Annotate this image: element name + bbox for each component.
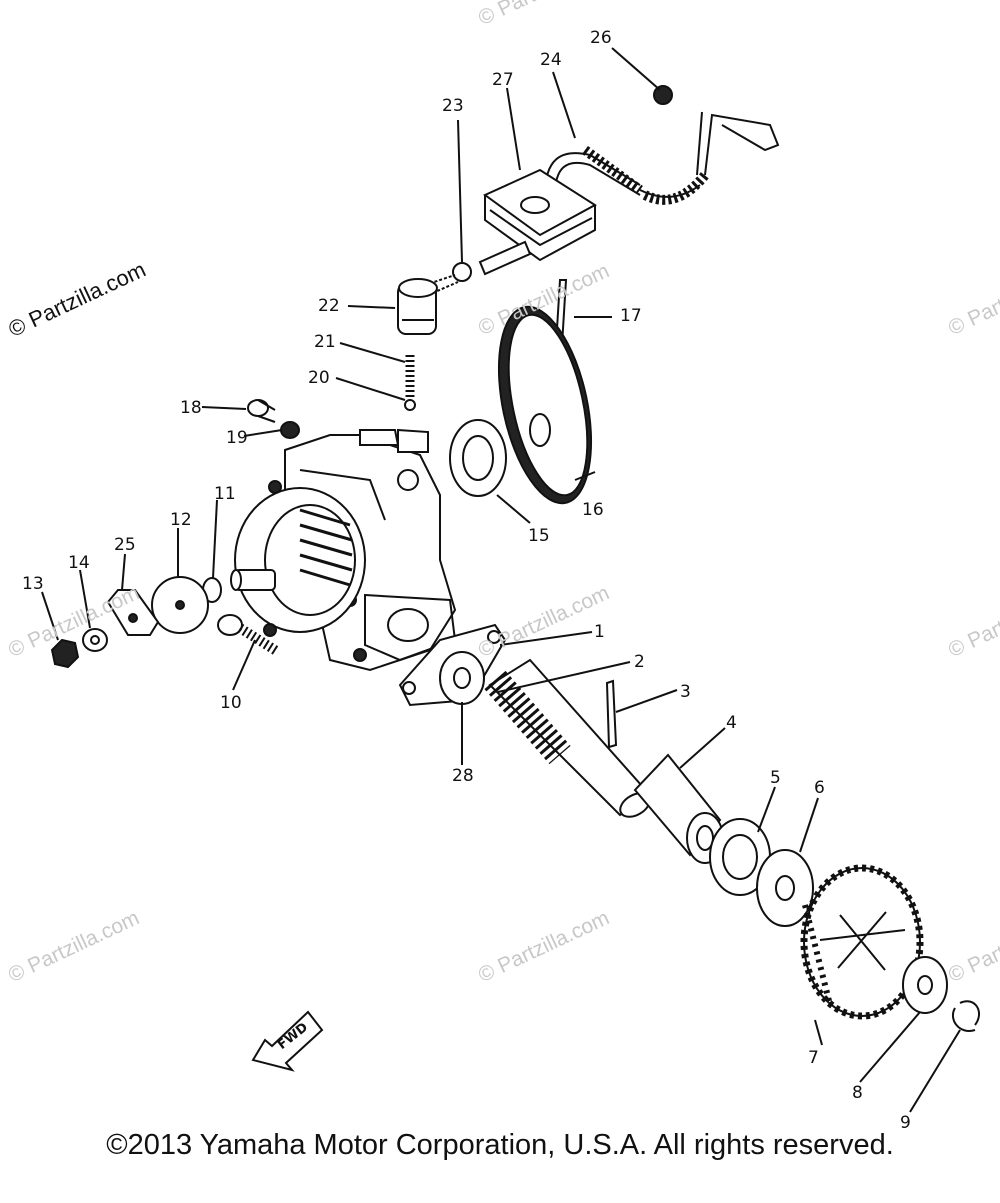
callout-1: 1 [594,622,605,642]
part-23-union [424,240,532,296]
part-6-washer [756,849,814,927]
part-22-banjo [397,278,438,335]
callout-16: 16 [582,500,604,520]
part-19-washer [280,421,300,439]
callout-12: 12 [170,510,192,530]
callout-10: 10 [220,693,242,713]
copyright-notice: ©2013 Yamaha Motor Corporation, U.S.A. A… [106,1129,894,1161]
callout-11: 11 [214,484,236,504]
part-26-bolt [653,85,673,105]
callout-9: 9 [900,1113,911,1133]
part-28-oil-seal [439,651,485,705]
part-27-oil-tank-grommet [483,168,597,262]
part-24-oil-line [544,111,780,205]
part-16-driven-gear [497,305,593,505]
callout-4: 4 [726,713,737,733]
part-12-plate [151,576,209,634]
part-8-washer [902,956,948,1014]
callout-15: 15 [528,526,550,546]
leader-lines [41,47,961,1113]
callout-18: 18 [180,398,202,418]
callout-26: 26 [590,28,612,48]
fwd-arrow-icon [251,1010,324,1072]
callout-20: 20 [308,368,330,388]
callout-6: 6 [814,778,825,798]
callout-28: 28 [452,766,474,786]
callout-3: 3 [680,682,691,702]
pump-cover [234,480,366,637]
part-2-worm-shaft [484,658,652,818]
part-15-oil-seal [449,419,507,497]
part-3-pin [605,679,618,749]
callout-17: 17 [620,306,642,326]
part-7-drive-gear [800,864,924,1020]
callout-7: 7 [808,1048,819,1068]
part-18-screw [247,399,276,423]
part-13-nut [50,638,80,669]
part-14-washer [82,628,108,652]
part-5-bearing [709,818,771,896]
callout-8: 8 [852,1083,863,1103]
callout-21: 21 [314,332,336,352]
callout-25: 25 [114,535,136,555]
callout-27: 27 [492,70,514,90]
callout-23: 23 [442,96,464,116]
callout-19: 19 [226,428,248,448]
callout-24: 24 [540,50,562,70]
pump-shaft-end [230,569,276,591]
callout-22: 22 [318,296,340,316]
callout-14: 14 [68,553,90,573]
part-25-adjust-plate [106,589,160,636]
callout-2: 2 [634,652,645,672]
callout-13: 13 [22,574,44,594]
part-10-bolt [217,614,281,657]
part-9-circlip [952,1000,980,1032]
part-4-collar [633,753,724,864]
callout-5: 5 [770,768,781,788]
part-20-ball [404,399,416,411]
